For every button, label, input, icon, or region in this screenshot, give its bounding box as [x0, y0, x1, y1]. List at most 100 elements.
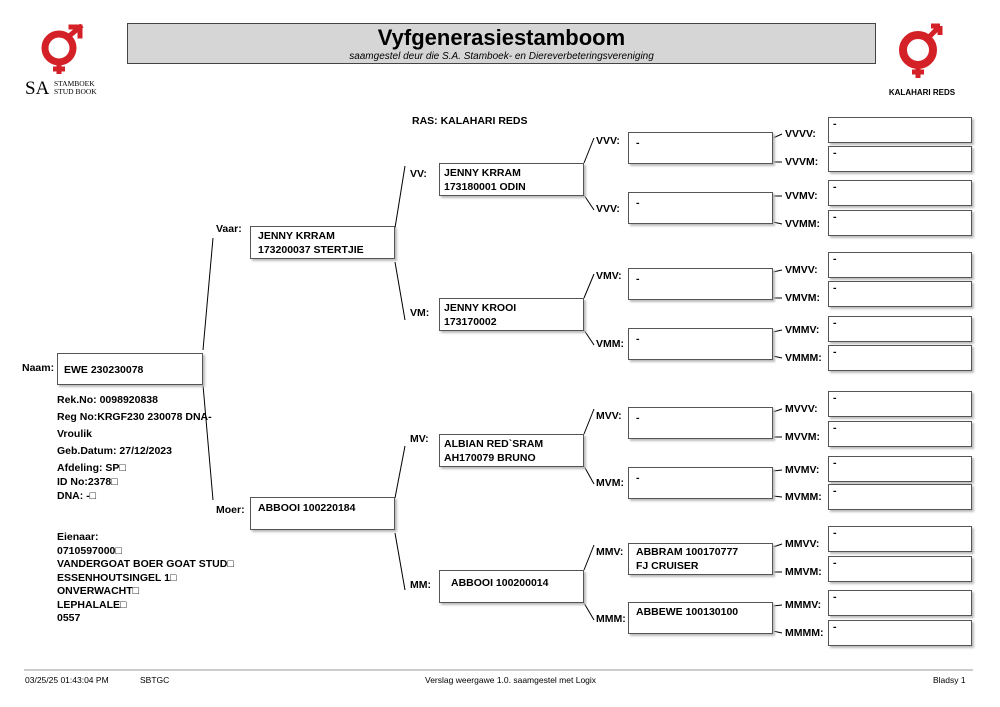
mvvv-label: MVVV:: [785, 403, 818, 415]
owner-street: ESSENHOUTSINGEL 1□: [57, 571, 177, 584]
vmv-line1: -: [636, 273, 640, 285]
mmv-label: MMV:: [596, 546, 624, 558]
sire-line2: 173200037 STERTJIE: [258, 244, 364, 256]
vmvm-box: -: [828, 281, 972, 307]
vvmm-value: -: [833, 211, 837, 223]
vmmm-value: -: [833, 346, 837, 358]
mvvv-value: -: [833, 392, 837, 404]
vmm-line1: -: [636, 333, 640, 345]
reg-no: Reg No:KRGF230 230078 DNA-: [57, 411, 212, 423]
vvmv-label: VVMV:: [785, 190, 818, 202]
reg-number: Rek.No: 0098920838: [57, 394, 158, 406]
mvmv-value: -: [833, 457, 837, 469]
vm-box: JENNY KROOI 173170002: [439, 298, 584, 331]
page-subtitle: saamgestel deur die S.A. Stamboek- en Di…: [349, 51, 654, 62]
mvmm-box: -: [828, 484, 972, 510]
animal-details: Rek.No: 0098920838 Reg No:KRGF230 230078…: [57, 392, 212, 503]
mv-line2: AH170079 BRUNO: [444, 452, 536, 464]
footer-page: Bladsy 1: [933, 675, 966, 685]
vmmv-value: -: [833, 317, 837, 329]
studbook-line2: STUD BOOK: [54, 87, 97, 96]
sire-box: JENNY KRRAM 173200037 STERTJIE: [250, 226, 395, 259]
vvmm-label: VVMM:: [785, 218, 820, 230]
vvvv-box: -: [828, 117, 972, 143]
dam-line1: ABBOOI 100220184: [258, 502, 356, 514]
mvmv-label: MVMV:: [785, 464, 820, 476]
mv-label: MV:: [410, 433, 429, 445]
mmvv-label: MMVV:: [785, 538, 820, 550]
mmm-label: MMM:: [596, 613, 626, 625]
dam-box: ABBOOI 100220184: [250, 497, 395, 530]
vvv-line1-2: -: [636, 197, 640, 209]
mmm-line1: ABBEWE 100130100: [636, 606, 739, 618]
mvv-label: MVV:: [596, 410, 622, 422]
owner-number: 0710597000□: [57, 544, 122, 557]
vvv-label-2: VVV:: [596, 203, 620, 215]
breed-label: RAS: KALAHARI REDS: [412, 115, 528, 127]
mmmv-box: -: [828, 590, 972, 616]
mmvm-value: -: [833, 557, 837, 569]
division: Afdeling: SP□: [57, 462, 126, 474]
vvmm-box: -: [828, 210, 972, 236]
mmmm-label: MMMM:: [785, 627, 824, 639]
mvvv-box: -: [828, 391, 972, 417]
vm-label: VM:: [410, 307, 430, 319]
vmvm-label: VMVM:: [785, 292, 820, 304]
mvv-box: -: [628, 407, 773, 439]
vvv-box-1: -: [628, 132, 773, 164]
kalahari-reds-logo: KALAHARI REDS: [880, 22, 964, 100]
owner-heading: Eienaar:: [57, 531, 99, 543]
mv-box: ALBIAN RED`SRAM AH170079 BRUNO: [439, 434, 584, 467]
mmv-box: ABBRAM 100170777 FJ CRUISER: [628, 543, 773, 575]
footer-datetime: 03/25/25 01:43:04 PM: [25, 675, 109, 685]
vmv-box: -: [628, 268, 773, 300]
mvmm-value: -: [833, 485, 837, 497]
owner-name: VANDERGOAT BOER GOAT STUD□: [57, 558, 234, 570]
vm-line2: 173170002: [444, 316, 497, 328]
mmmv-value: -: [833, 591, 837, 603]
mvvm-value: -: [833, 422, 837, 434]
animal-name: EWE 230230078: [64, 364, 144, 376]
vmvv-box: -: [828, 252, 972, 278]
footer-code: SBTGC: [140, 675, 170, 685]
mvmv-box: -: [828, 456, 972, 482]
mmvv-value: -: [833, 527, 837, 539]
mv-line1: ALBIAN RED`SRAM: [444, 438, 544, 450]
mmvm-box: -: [828, 556, 972, 582]
owner-town: LEPHALALE□: [57, 598, 127, 611]
vmmm-label: VMMM:: [785, 352, 822, 364]
vv-line2: 173180001 ODIN: [444, 181, 526, 193]
vvv-box-2: -: [628, 192, 773, 224]
owner-postcode: 0557: [57, 612, 81, 624]
vmvv-value: -: [833, 253, 837, 265]
vmm-label: VMM:: [596, 338, 624, 350]
vmmv-box: -: [828, 316, 972, 342]
vvmv-value: -: [833, 181, 837, 193]
mmvm-label: MMVM:: [785, 566, 822, 578]
vv-box: JENNY KRRAM 173180001 ODIN: [439, 163, 584, 196]
animal-label: Naam:: [22, 362, 55, 374]
studbook-text: STAMBOEK STUD BOOK: [54, 80, 97, 96]
vmmm-box: -: [828, 345, 972, 371]
vmv-label: VMV:: [596, 270, 622, 282]
kalahari-reds-caption: KALAHARI REDS: [888, 88, 956, 97]
mvmm-label: MVMM:: [785, 491, 822, 503]
mm-line1: ABBOOI 100200014: [451, 577, 549, 589]
vvv-line1-1: -: [636, 137, 640, 149]
vv-line1: JENNY KRRAM: [444, 167, 521, 179]
vmvm-value: -: [833, 282, 837, 294]
owner-area: ONVERWACHT□: [57, 585, 139, 597]
mmmm-value: -: [833, 621, 837, 633]
vv-label: VV:: [410, 168, 427, 180]
mmm-box: ABBEWE 100130100: [628, 602, 773, 634]
mm-box: ABBOOI 100200014: [439, 570, 584, 603]
id-number: ID No:2378□: [57, 476, 118, 488]
mvm-box: -: [628, 467, 773, 499]
sex: Vroulik: [57, 428, 93, 440]
mvv-line1: -: [636, 412, 640, 424]
mvm-label: MVM:: [596, 477, 624, 489]
mmmm-box: -: [828, 620, 972, 646]
mvm-line1: -: [636, 472, 640, 484]
vvvm-box: -: [828, 146, 972, 172]
